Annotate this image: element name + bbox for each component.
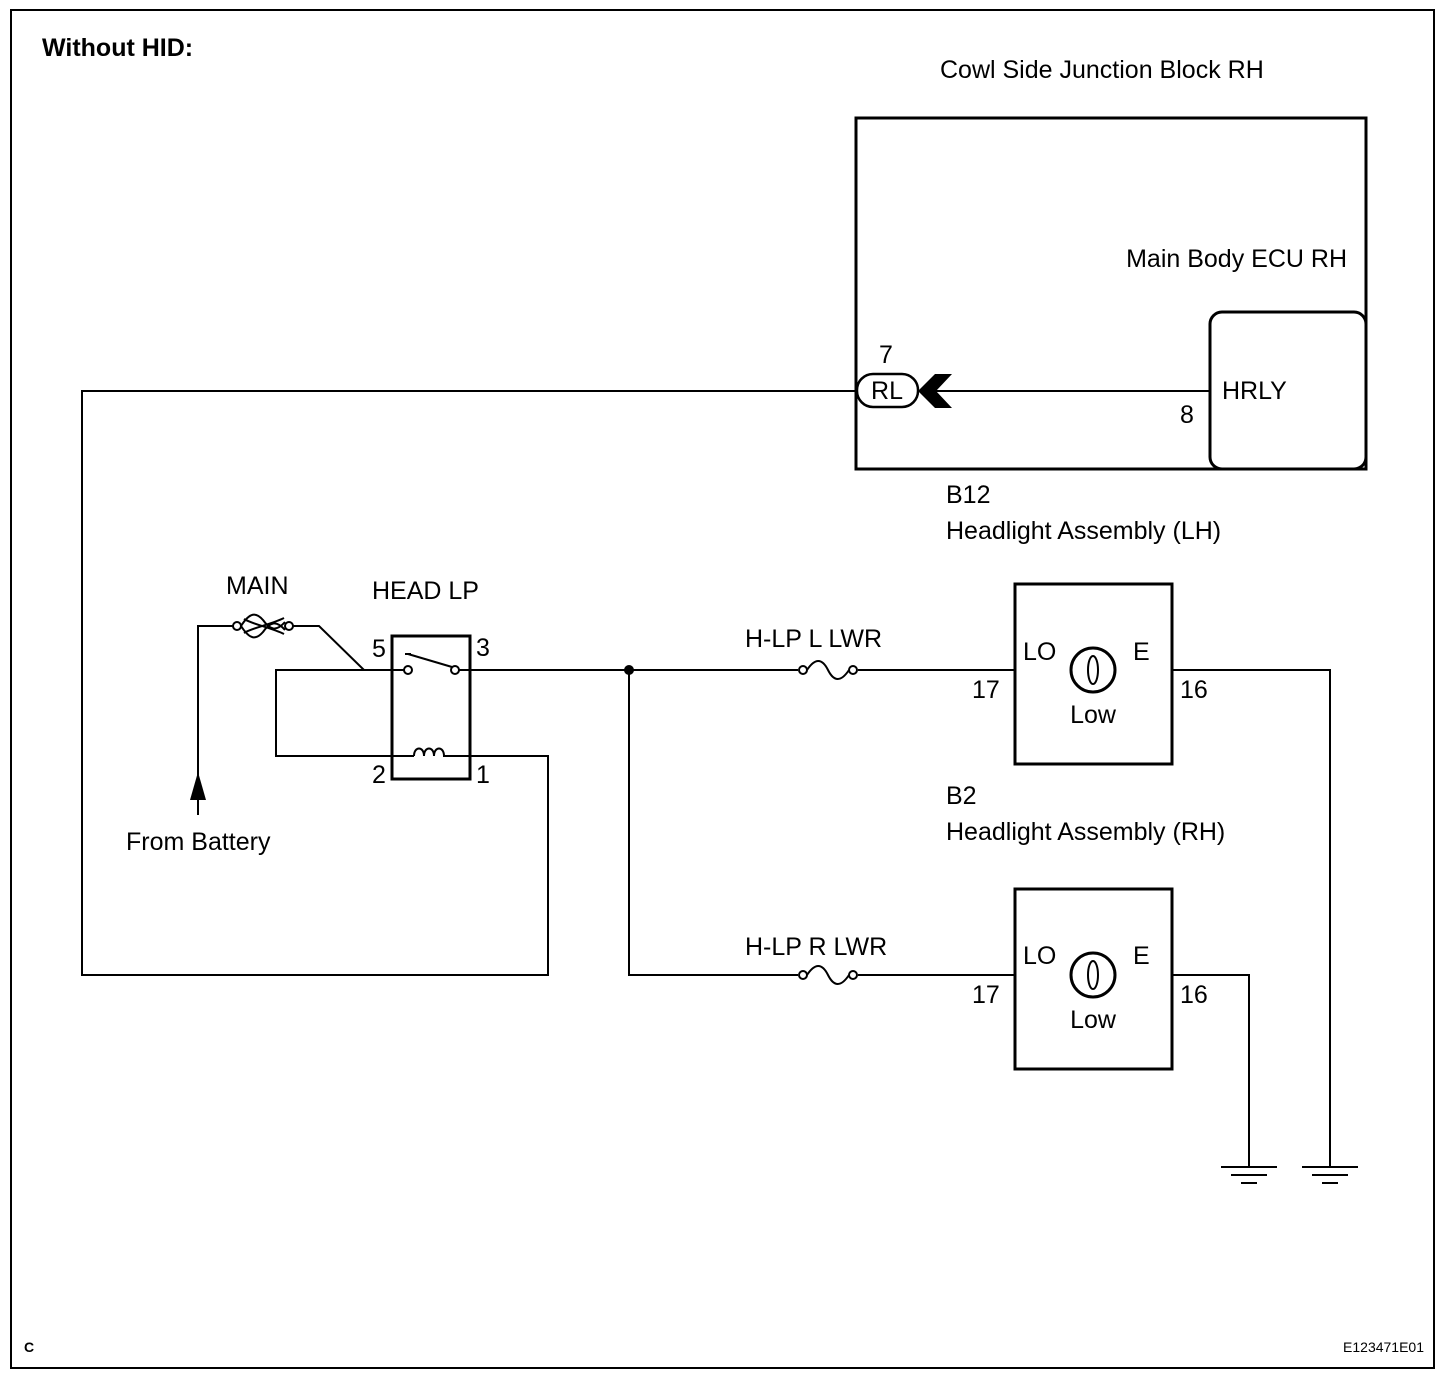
battery-label: From Battery [126,828,271,856]
ecu-pin-label: 8 [1180,401,1194,429]
fusible-link-icon-4 [243,617,285,634]
headlight-rh: B2 Headlight Assembly (RH) LO E Low 17 1… [946,782,1225,1071]
relay-pin-5: 5 [372,635,386,663]
junction-block-title: Cowl Side Junction Block RH [940,56,1264,84]
rl-connector-label: RL [871,377,903,405]
connector-arrow-icon [918,374,952,408]
bulb-icon [1069,646,1117,694]
fusible-link-icon [240,613,286,630]
main-fuse: MAIN [226,572,294,639]
fuse-lh: H-LP L LWR [745,625,882,680]
head-lp-relay: HEAD LP 5 3 2 1 [372,577,490,789]
headlight-rh-terminal-lo: LO [1023,942,1056,970]
battery-arrow-icon [190,772,206,800]
relay-loop-wire [275,669,392,757]
relay-label: HEAD LP [372,577,479,605]
battery-feed-wire [197,625,233,798]
bulb-icon [1069,951,1117,999]
bulb-filament-icon [1087,960,1099,990]
headlight-rh-bulb-label: Low [1070,1006,1117,1034]
headlight-rh-pin-out: 16 [1180,981,1208,1009]
headlight-lh-bulb-label: Low [1070,701,1117,729]
headlight-lh-name: Headlight Assembly (LH) [946,517,1221,545]
headlight-lh-terminal-lo: LO [1023,638,1056,666]
wires [81,390,1331,1167]
ecu-label: Main Body ECU RH [1126,245,1347,273]
figure-id: E123471E01 [1343,1339,1424,1355]
relay-pin-2: 2 [372,761,386,789]
ground-rh [1221,1166,1277,1184]
diagram-title: Without HID: [42,34,193,62]
headlight-rh-code: B2 [946,782,977,810]
ecu-component-label: HRLY [1222,377,1287,405]
fuse-rh: H-LP R LWR [745,933,887,985]
headlight-lh-pin-out: 16 [1180,676,1208,704]
bulb-filament-icon [1087,655,1099,685]
rh-branch-wire [628,670,798,976]
connector-pin-label: 7 [879,341,893,369]
main-fuse-terminal-right [284,621,294,631]
headlight-rh-terminal-e: E [1133,942,1150,970]
relay-contact-right [450,665,460,675]
relay-pin-1: 1 [476,761,490,789]
fuse-rh-terminal-right [848,970,858,980]
relay-control-wire [81,390,857,976]
diagram-frame [10,9,1435,1369]
main-fuse-out-wire [293,625,392,671]
headlight-rh-pin-in: 17 [972,981,1000,1009]
fuse-rh-icon [806,965,850,985]
fuse-rh-terminal-left [798,970,808,980]
fuse-lh-icon [806,660,850,680]
fuse-lh-terminal-right [848,665,858,675]
junction-block: Cowl Side Junction Block RH Main Body EC… [854,56,1368,471]
rh-ground-wire [1172,974,1250,1167]
relay-switch-arm [407,653,453,668]
lh-ground-wire [1172,669,1331,1167]
fuse-lh-label: H-LP L LWR [745,625,882,653]
headlight-lh-pin-in: 17 [972,676,1000,704]
fuse-lh-terminal-left [798,665,808,675]
battery-source: From Battery [126,772,271,856]
junction-dot [624,665,634,675]
relay-box [390,634,472,781]
corner-letter: C [24,1339,34,1355]
headlight-lh-code: B12 [946,481,990,509]
headlight-lh-terminal-e: E [1133,638,1150,666]
fusible-link-icon-2 [240,622,286,639]
ground-lh [1302,1166,1358,1184]
headlight-lh: B12 Headlight Assembly (LH) LO E Low 17 … [946,481,1221,766]
main-fuse-terminal-left [232,621,242,631]
headlight-rh-name: Headlight Assembly (RH) [946,818,1225,846]
fuse-rh-label: H-LP R LWR [745,933,887,961]
main-fuse-label: MAIN [226,572,289,600]
relay-coil-icon [392,747,470,757]
relay-contact-left [403,665,413,675]
relay-pin-3: 3 [476,634,490,662]
